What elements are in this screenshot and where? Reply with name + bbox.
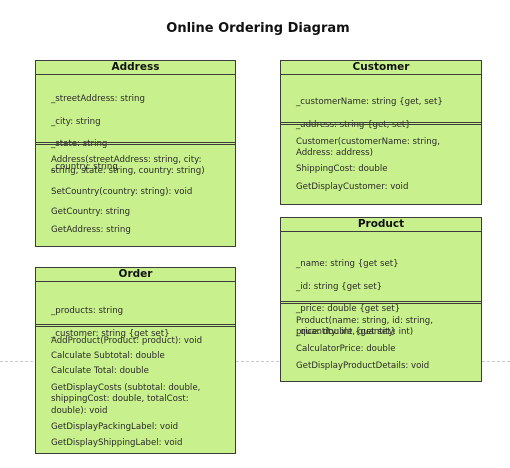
class-order-separator [36, 324, 235, 327]
method-get-address: GetAddress: string [51, 225, 131, 235]
method-get-display-product-details: GetDisplayProductDetails: void [296, 361, 430, 371]
field-customer-name: _customerName: string {get, set} [296, 97, 443, 108]
page-break-line [0, 361, 510, 362]
class-address-name: Address [36, 61, 235, 75]
field-name: _name: string {get set} [296, 259, 399, 270]
method-get-display-shipping-label: GetDisplayShippingLabel: void [51, 438, 183, 448]
class-order-fields: _products: string _customer: string {get… [51, 295, 231, 351]
method-calculate-subtotal: Calculate Subtotal: double [51, 351, 165, 361]
class-product-fields: _name: string {get set} _id: string {get… [296, 248, 477, 350]
method-product-constructor: Product(name: string, id: string, price:… [296, 316, 433, 338]
field-products: _products: string [51, 306, 124, 317]
class-product[interactable]: Product _name: string {get set} _id: str… [280, 217, 482, 382]
class-product-name: Product [281, 218, 481, 232]
class-customer[interactable]: Customer _customerName: string {get, set… [280, 60, 482, 205]
method-shipping-cost: ShippingCost: double [296, 164, 388, 174]
field-id: _id: string {get set} [296, 281, 383, 292]
method-get-country: GetCountry: string [51, 207, 131, 217]
class-product-separator [281, 301, 481, 304]
class-address[interactable]: Address _streetAddress: string _city: st… [35, 60, 236, 247]
method-customer-constructor: Customer(customerName: string, Address: … [296, 137, 440, 159]
field-quantity: _quantity: int {get set} [296, 327, 396, 338]
diagram-title: Online Ordering Diagram [166, 21, 350, 36]
method-address-constructor: Address(streetAddress: string, city: str… [51, 155, 205, 177]
method-get-display-packing-label: GetDisplayPackingLabel: void [51, 422, 179, 432]
method-calculator-price: CalculatorPrice: double [296, 344, 396, 354]
method-get-display-customer: GetDisplayCustomer: void [296, 182, 409, 192]
method-get-display-costs: GetDisplayCosts (subtotal: double, shipp… [51, 383, 201, 416]
field-customer: _customer: string {get set} [51, 328, 170, 339]
class-order[interactable]: Order _products: string _customer: strin… [35, 267, 236, 454]
field-city: _city: string [51, 116, 101, 127]
class-order-name: Order [36, 268, 235, 282]
field-price: _price: double {get set} [296, 304, 401, 315]
field-street-address: _streetAddress: string [51, 94, 145, 105]
class-address-separator [36, 142, 235, 145]
field-country: _country: string [51, 162, 118, 173]
class-customer-separator [281, 122, 481, 125]
class-customer-fields: _customerName: string {get, set} _addres… [296, 86, 477, 142]
class-customer-name: Customer [281, 61, 481, 75]
method-add-product: AddProduct(Product: product): void [51, 336, 203, 346]
method-set-country: SetCountry(country: string): void [51, 187, 193, 197]
method-calculate-total: Calculate Total: double [51, 366, 149, 376]
